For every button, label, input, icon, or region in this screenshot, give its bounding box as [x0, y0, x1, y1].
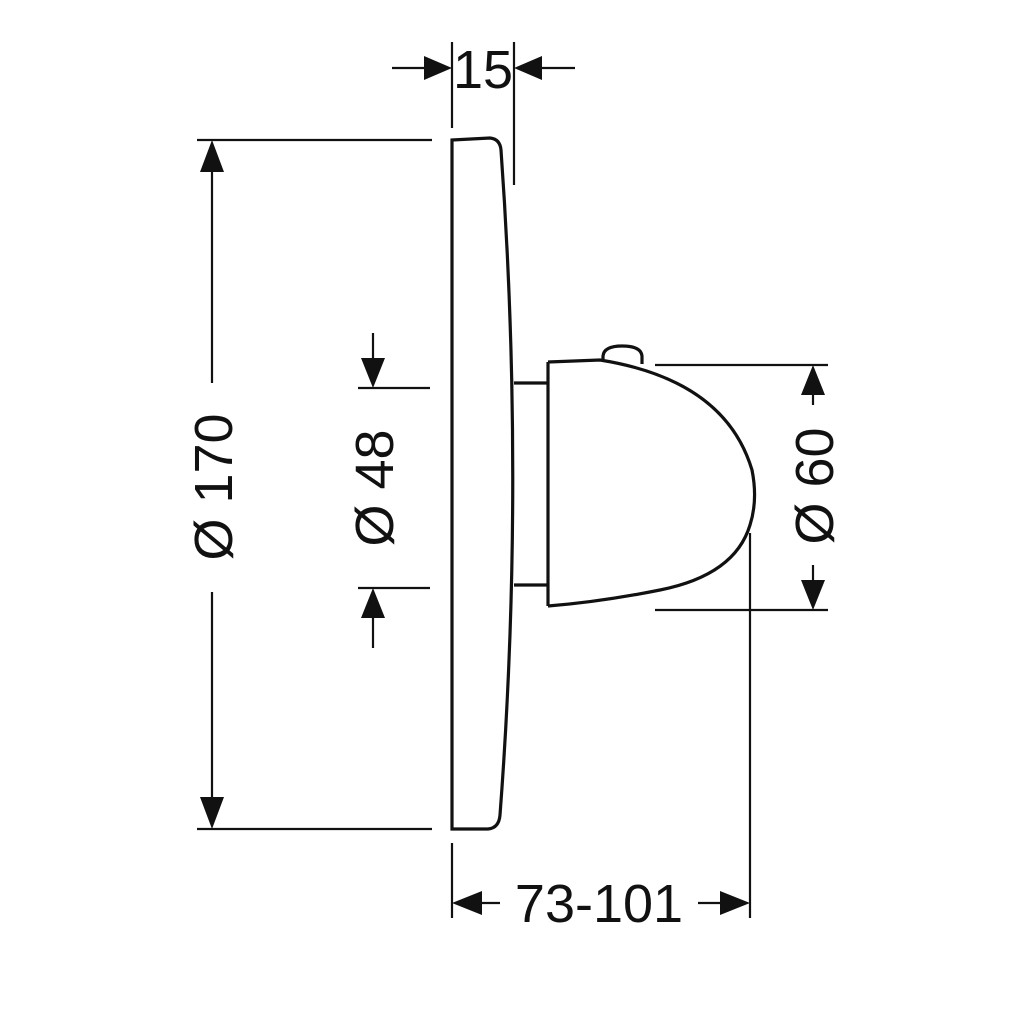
dimension-plate-diameter [197, 138, 432, 831]
thickness-label: 15 [453, 40, 513, 100]
dimension-knob-diameter [655, 363, 828, 612]
projection-label: 73-101 [515, 874, 683, 934]
knob-outline [546, 358, 757, 608]
cover-plate-outline [450, 136, 515, 831]
knob-diameter-label: Ø 60 [785, 427, 845, 544]
knob-button [601, 344, 644, 364]
stem-diameter-label: Ø 48 [345, 429, 405, 546]
dimension-stem-diameter [358, 333, 430, 648]
stem-outline [514, 381, 548, 587]
dimension-projection [450, 533, 752, 918]
plate-diameter-label: Ø 170 [184, 413, 244, 560]
dimension-thickness [392, 42, 575, 185]
